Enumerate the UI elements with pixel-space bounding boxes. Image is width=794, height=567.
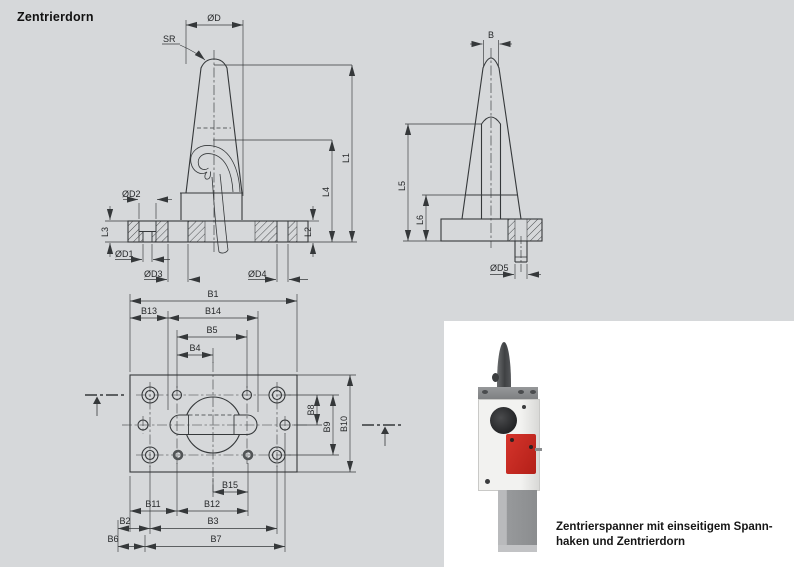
clamp-hook-outline — [190, 145, 241, 254]
dim-label-od4: ØD4 — [248, 269, 267, 279]
dim-label-b1: B1 — [207, 289, 218, 299]
photo-inset: Zentrierspanner mit einseitigem Spann- h… — [444, 321, 794, 567]
dim-label-od2: ØD2 — [122, 189, 141, 199]
dim-label-b2: B2 — [119, 516, 130, 526]
round-port-photo — [490, 407, 517, 434]
cap-bore-photo — [518, 390, 524, 394]
dim-label-l2: L2 — [303, 227, 313, 237]
screw-photo — [522, 405, 526, 409]
mandrel-knob-photo — [492, 373, 499, 382]
square-shaft-photo — [498, 490, 537, 552]
side-view: B L5 L6 ØD5 — [397, 30, 543, 279]
dim-label-b9: B9 — [322, 421, 332, 432]
switch-lever-photo — [535, 448, 542, 451]
centering-mandrel-photo — [497, 342, 511, 390]
product-photo — [444, 321, 794, 567]
dim-label-od: ØD — [207, 13, 221, 23]
cap-bore-photo — [530, 390, 536, 394]
dim-label-l4: L4 — [321, 187, 331, 197]
dim-label-b10: B10 — [339, 416, 349, 432]
dim-label-b8: B8 — [306, 404, 316, 415]
dim-label-b7: B7 — [210, 534, 221, 544]
dim-label-b4: B4 — [189, 343, 200, 353]
dim-label-l3: L3 — [100, 227, 110, 237]
caption-line-1: Zentrierspanner mit einseitigem Spann- — [556, 521, 773, 533]
dim-label-b11: B11 — [145, 499, 160, 509]
dim-label-od1: ØD1 — [115, 249, 134, 259]
dim-label-od3: ØD3 — [144, 269, 163, 279]
shaft-end-photo — [498, 545, 537, 552]
dim-label-od5: ØD5 — [490, 263, 509, 273]
switch-screw-photo — [510, 438, 514, 442]
dim-label-b: B — [488, 30, 494, 40]
dim-label-l1: L1 — [341, 153, 351, 163]
page-title: Zentrierdorn — [17, 10, 94, 24]
inset-caption: Zentrierspanner mit einseitigem Spann- h… — [556, 520, 786, 550]
dim-label-b3: B3 — [207, 516, 218, 526]
dim-label-b14: B14 — [205, 306, 221, 316]
dim-label-l6: L6 — [415, 215, 425, 225]
cap-bore-photo — [482, 390, 488, 394]
dim-label-sr: SR — [163, 34, 176, 44]
caption-line-2: haken und Zentrierdorn — [556, 536, 686, 549]
dim-label-b12: B12 — [204, 499, 220, 509]
plan-view: B1 B13 B14 B5 B4 B8 B9 B10 B15 B11 B12 B… — [85, 289, 403, 552]
dim-label-b13: B13 — [141, 306, 157, 316]
front-view: ØD SR L1 L4 L2 L3 ØD2 ØD1 ØD3 ØD4 — [100, 13, 357, 283]
switch-screw-photo — [529, 445, 533, 449]
section-markers — [85, 394, 403, 446]
dim-label-l5: L5 — [397, 181, 407, 191]
dim-label-b5: B5 — [206, 325, 217, 335]
dim-label-b6: B6 — [107, 534, 118, 544]
screw-photo — [485, 479, 490, 484]
dim-label-b15: B15 — [222, 480, 238, 490]
